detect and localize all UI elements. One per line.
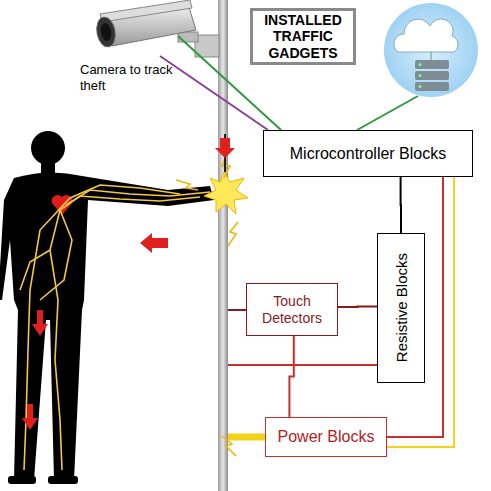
cloud-wire — [357, 96, 418, 130]
pole-power-bar — [228, 434, 265, 441]
resistive-box: Resistive Blocks — [377, 233, 425, 383]
pole-resistive-wire — [228, 364, 377, 366]
spark — [176, 152, 248, 456]
detector-box: Touch Detectors — [246, 283, 338, 336]
power-box: Power Blocks — [265, 417, 387, 457]
caption-label: Camera to track theft — [80, 62, 176, 93]
gadget-box: INSTALLED TRAFFIC GADGETS — [250, 8, 356, 65]
box-label: Microcontroller Blocks — [286, 145, 450, 163]
current-arrows — [22, 138, 235, 430]
box-label: INSTALLED TRAFFIC GADGETS — [253, 12, 353, 60]
human-silhouette — [0, 131, 214, 484]
camera — [95, 0, 219, 57]
pole-touch-wire — [228, 309, 246, 311]
box-label: Resistive Blocks — [393, 253, 410, 362]
wire-connector — [338, 306, 377, 308]
box-label: Touch Detectors — [247, 293, 337, 327]
controller-box: Microcontroller Blocks — [263, 130, 473, 177]
wire-connector — [289, 336, 293, 417]
wire-connector — [400, 177, 402, 233]
box-label: Power Blocks — [274, 428, 379, 446]
cloud-server-icon — [384, 3, 478, 97]
camera-wire — [160, 56, 268, 130]
current-veins — [20, 185, 210, 470]
